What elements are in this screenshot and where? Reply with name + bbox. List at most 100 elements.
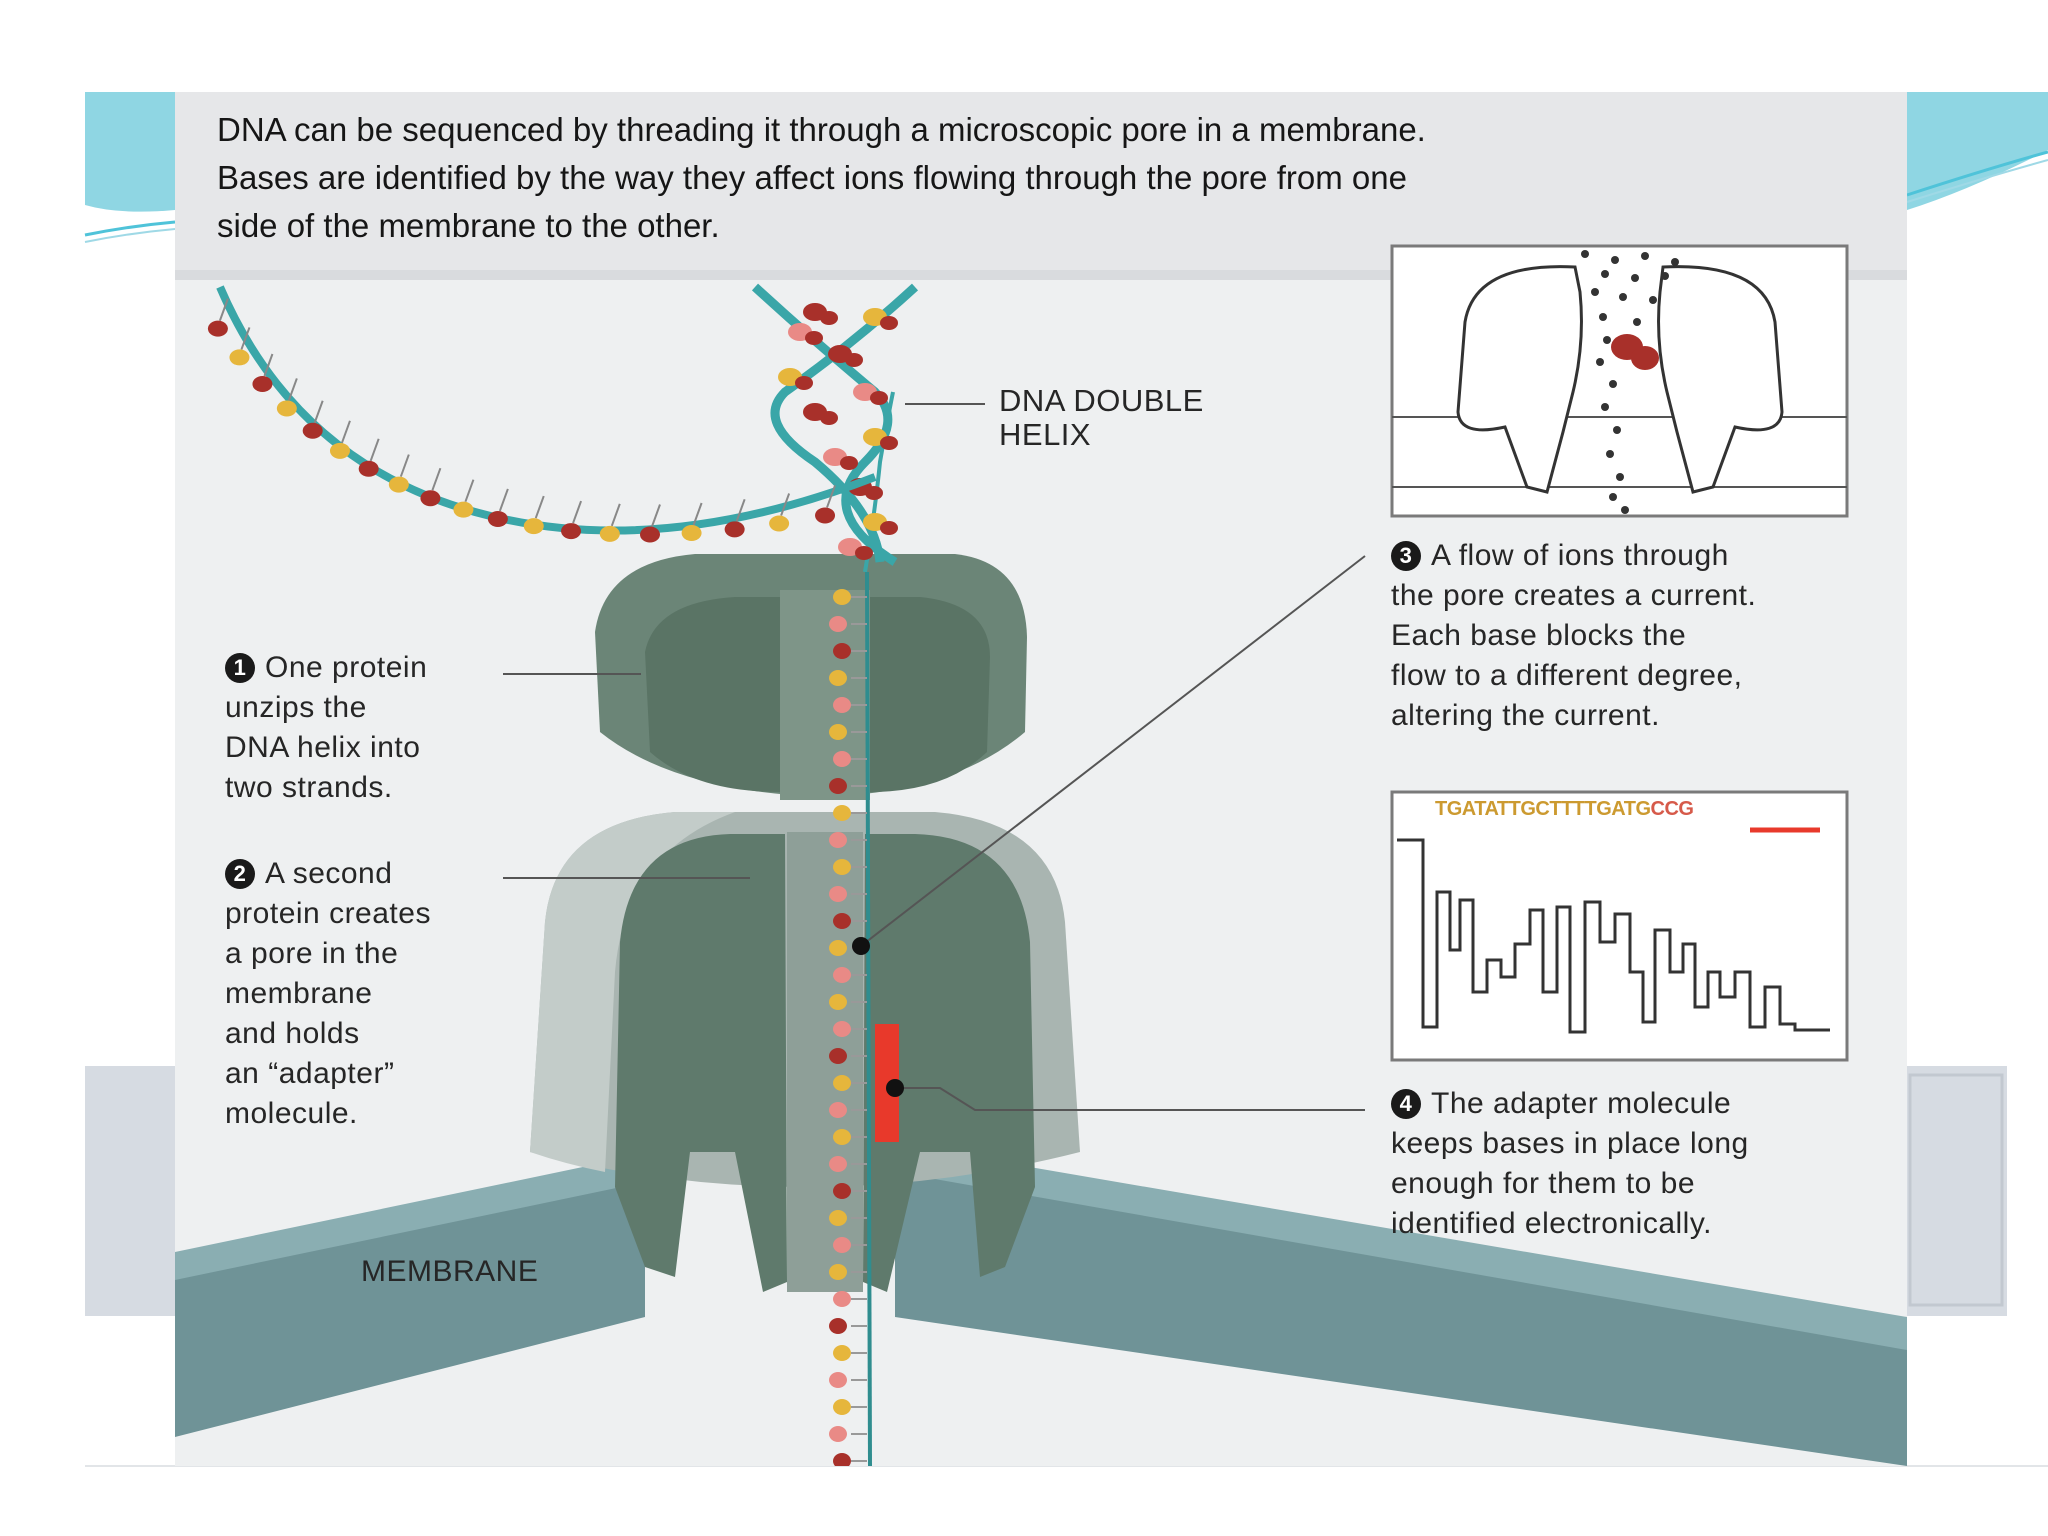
sequence-text-a: TGATATTGCTTTTGATG [1435,798,1651,820]
dna-double-helix [751,283,919,566]
ion-dot [1581,250,1589,258]
step-1-number: 1 [225,653,255,683]
step-2-line: protein creates [225,897,431,930]
caption-band [175,92,1907,270]
step-1-line: One protein [265,651,428,684]
membrane-left [175,1177,645,1437]
ion-dot [1631,274,1639,282]
dna-left-strand [216,285,877,535]
ion-dot [1633,318,1641,326]
ion-dot [1671,258,1679,266]
dna-double-helix-label: DNA DOUBLE HELIX [999,384,1204,452]
strand-base [487,510,508,527]
dna-base [833,643,851,659]
current-marker-dot [852,937,870,955]
dna-base [829,1156,847,1172]
strand-base [523,518,544,535]
adapter-marker-dot [886,1079,904,1097]
dna-base [833,1183,851,1199]
step-2-line: an “adapter” [225,1057,395,1090]
strand-base [302,422,323,439]
dna-base [829,778,847,794]
step-2-line: membrane [225,977,373,1010]
step-3-line: the pore creates a current. [1391,579,1757,612]
dna-base [829,1318,847,1334]
step-4-line: The adapter molecule [1431,1087,1732,1120]
intro-caption: DNA can be sequenced by threading it thr… [217,106,1877,250]
step-2-number: 2 [225,859,255,889]
ion-dot [1596,358,1604,366]
dna-base [829,1102,847,1118]
top-left-accent [85,92,175,212]
ion-dot [1601,403,1609,411]
nanopore-figure: DNA can be sequenced by threading it thr… [175,92,1907,1466]
pore-cross-section-inset [1390,244,1849,518]
ion-dot [1611,256,1619,264]
intro-line-1: DNA can be sequenced by threading it thr… [217,111,1426,148]
single-strand-bases [829,589,867,1466]
dna-base [833,1237,851,1253]
step-4-number: 4 [1391,1089,1421,1119]
ion-dot [1609,380,1617,388]
dna-base [829,724,847,740]
strand-base [561,523,582,540]
step-1-line: DNA helix into [225,731,421,764]
dna-base [829,1372,847,1388]
dna-base [829,1048,847,1064]
pore-protein-right-half [863,834,1035,1292]
dna-base [833,697,851,713]
membrane-right [895,1167,1907,1466]
dna-base [833,1345,851,1361]
step-2-line: and holds [225,1017,360,1050]
sequence-readout: TGATATTGCTTTTGATGCCG [1435,798,1694,821]
step-3-number: 3 [1391,541,1421,571]
step-4-line: enough for them to be [1391,1167,1696,1200]
ion-dot [1609,493,1617,501]
dna-base [833,589,851,605]
step-3-line: altering the current. [1391,699,1660,732]
figure-artwork [175,92,1907,1466]
dna-base [833,1291,851,1307]
strand-base [815,507,836,524]
dna-base [833,751,851,767]
left-strand-bases [207,298,836,543]
pore-protein-left-half [615,834,787,1292]
ion-dot [1591,288,1599,296]
step-4-line: keeps bases in place long [1391,1127,1749,1160]
strand-base [252,376,273,393]
strand-base [420,490,441,507]
ion-dot [1661,272,1669,280]
ion-dot [1601,270,1609,278]
ion-dot [1606,450,1614,458]
sequence-text-b: CCG [1650,798,1694,820]
strand-base [329,442,350,459]
ion-dot [1599,313,1607,321]
strand-base [769,515,790,532]
ion-dot [1621,506,1629,514]
strand-base [276,400,297,417]
ion-dot [1613,426,1621,434]
step-2-line: A second [265,857,393,890]
step-4-line: identified electronically. [1391,1207,1712,1240]
dna-base [833,1129,851,1145]
ion-dot [1649,296,1657,304]
dna-base [829,670,847,686]
dna-base [833,1021,851,1037]
dna-base [833,967,851,983]
background-right-panel [1907,1066,2007,1316]
strand-base [388,476,409,493]
step-3-line: Each base blocks the [1391,619,1687,652]
dna-base [833,1399,851,1415]
strand-base [453,501,474,518]
step-4-callout: 4 The adapter molecule keeps bases in pla… [1391,1084,1749,1244]
dna-base [829,1210,847,1226]
ion-dot [1603,336,1611,344]
dna-base [829,994,847,1010]
strand-base [599,525,620,542]
dna-base [829,616,847,632]
helix-label-line-2: HELIX [999,417,1092,452]
strand-base [639,526,660,543]
intro-line-3: side of the membrane to the other. [217,207,720,244]
